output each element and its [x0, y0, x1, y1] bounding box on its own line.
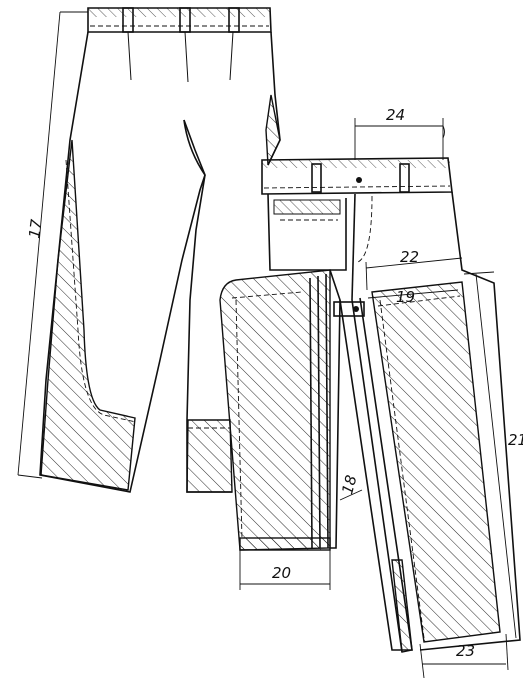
waist-button: [356, 177, 362, 183]
folded-panel: [219, 269, 331, 551]
crotch-clip: [333, 301, 365, 317]
dim-23-label: 23: [456, 642, 475, 660]
front-pocket: [267, 193, 347, 271]
right-belt-loop-1: [311, 163, 322, 193]
dim-22-label: 22: [400, 248, 419, 266]
dim-21-label: 21: [508, 431, 523, 449]
dim-19-label: 19: [396, 288, 415, 306]
dim-18-label: 18: [338, 473, 360, 496]
dim-17-label: 17: [25, 218, 46, 240]
dim-20-label: 20: [272, 564, 291, 582]
belt-loop-3: [228, 7, 240, 33]
right-leg-hem-facing: [186, 419, 233, 493]
right-front-leg: [419, 191, 521, 651]
dim-24-label: 24: [386, 106, 405, 124]
right-trousers: 24 22 19 21 18 20 23: [219, 106, 523, 679]
right-belt-loop-2: [399, 163, 410, 193]
left-trousers: 17: [17, 7, 281, 493]
right-leg-lining: [371, 281, 501, 643]
dim-17-line: [17, 11, 61, 476]
left-leg-facing: [40, 139, 136, 491]
